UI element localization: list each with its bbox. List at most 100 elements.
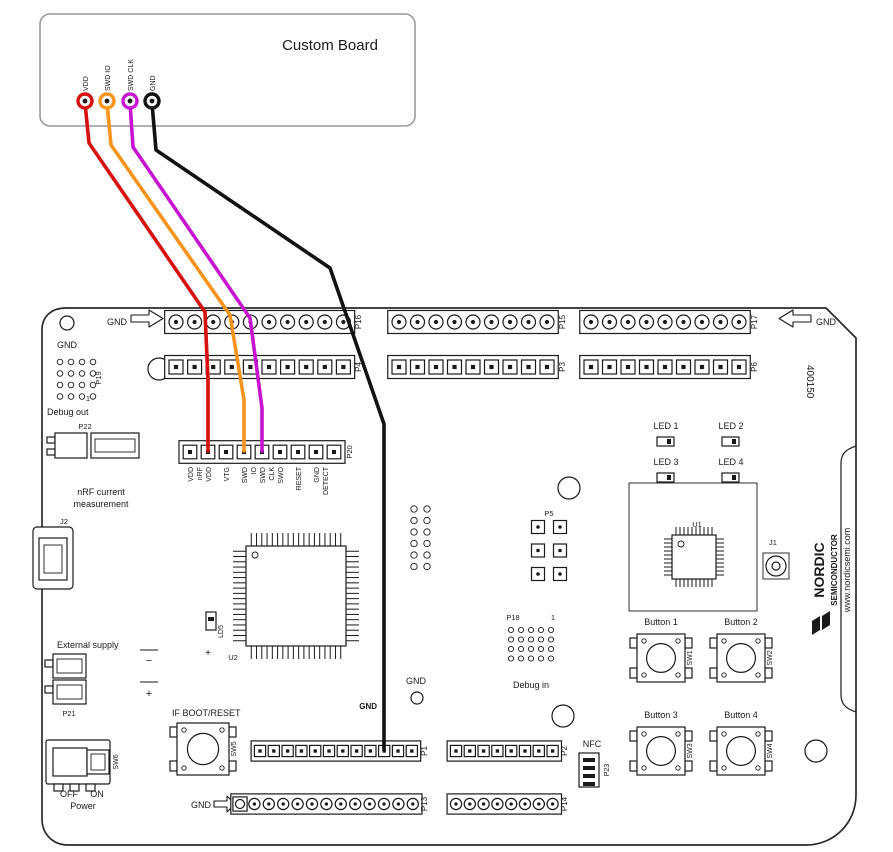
- gnd-test-point: [410, 691, 424, 705]
- dev-board: GND GND GND GND GND GND P16 P15 P17 P4 P…: [32, 307, 857, 846]
- swd-io-wire: [105, 101, 246, 453]
- p20-pin-label: RESET: [296, 466, 303, 490]
- header-p15: [387, 309, 559, 335]
- supply-plus-label: +: [146, 688, 152, 700]
- gnd-arrow-icon: [778, 309, 812, 328]
- sw2-label: SW2: [767, 650, 774, 665]
- power-label: Power: [70, 801, 96, 811]
- svg-text:GND: GND: [314, 467, 321, 483]
- header-p16-label: P16: [354, 314, 363, 329]
- debug-out-label: Debug out: [47, 407, 89, 417]
- custom-board-posts: VDD SWD IO SWD CLK GND: [76, 59, 161, 110]
- header-p5: [530, 519, 568, 582]
- power-on-label: ON: [90, 789, 104, 799]
- header-p2: [446, 740, 563, 762]
- p20-pin-label: VTG: [224, 467, 231, 481]
- part-number: 400150: [804, 365, 815, 399]
- svg-text:RESET: RESET: [296, 466, 303, 490]
- mounting-hole: [557, 476, 581, 500]
- header-p17: [579, 309, 751, 335]
- mounting-hole: [804, 739, 828, 763]
- led2-label: LED 2: [718, 421, 743, 431]
- header-p14-label: P14: [560, 796, 569, 811]
- via-array: [410, 505, 431, 571]
- button-sw5: [169, 722, 237, 776]
- header-p17-label: P17: [750, 314, 759, 329]
- header-p21-label: P21: [62, 709, 75, 718]
- gnd-label: GND: [816, 317, 837, 327]
- j1-rf-connector: [762, 552, 790, 580]
- p20-pin-label: VDD nRF: [188, 467, 204, 482]
- p20-pin-label: SWO: [278, 466, 285, 483]
- nfc-connector-p23: [578, 752, 600, 788]
- header-p16: [164, 309, 356, 335]
- svg-text:IO: IO: [251, 466, 258, 474]
- ld5-label: LD5: [218, 625, 225, 638]
- led1-component: [656, 436, 675, 447]
- gnd-wire: [150, 101, 386, 752]
- vdd-wire: [83, 101, 210, 453]
- debug-in-label: Debug in: [513, 680, 549, 690]
- sw1-label: SW1: [687, 650, 694, 665]
- header-p5-label: P5: [544, 509, 553, 518]
- u1-chip: [664, 527, 724, 587]
- u2-label: U2: [228, 653, 238, 662]
- wires: [83, 101, 386, 752]
- svg-text:VDD: VDD: [188, 467, 195, 482]
- custom-board: Custom Board: [39, 13, 416, 127]
- svg-text:nRF: nRF: [197, 467, 204, 480]
- if-boot-reset-label: IF BOOT/RESET: [172, 708, 241, 718]
- post-swd-clk: SWD CLK: [121, 59, 139, 110]
- gnd-label: GND: [406, 676, 427, 686]
- p21-jumper: [44, 649, 158, 705]
- sw5-label: SW5: [231, 741, 238, 756]
- board-edge-slot: [840, 445, 857, 713]
- header-p18-label: P18: [506, 613, 519, 622]
- led1-label: LED 1: [653, 421, 678, 431]
- svg-text:SWD: SWD: [242, 467, 249, 483]
- header-p18-debug-in: [507, 626, 555, 662]
- ld5-led: [205, 611, 217, 631]
- header-p14: [446, 793, 563, 815]
- button2-label: Button 2: [724, 617, 758, 627]
- led3-component: [656, 472, 675, 483]
- post-vdd-label: VDD: [83, 76, 90, 91]
- led2-component: [721, 436, 740, 447]
- post-swd-io: SWD IO: [98, 65, 116, 110]
- led4-label: LED 4: [718, 457, 743, 467]
- gnd-arrow-icon: [130, 309, 164, 328]
- custom-board-title: Custom Board: [282, 37, 378, 54]
- button-sw3: [629, 726, 693, 776]
- button-sw4: [709, 726, 773, 776]
- p20-pin-label: SWD IO: [242, 466, 258, 483]
- p22-jumper: [46, 432, 140, 459]
- header-p4-label: P4: [354, 362, 363, 372]
- header-p20-label: P20: [345, 445, 354, 458]
- gnd-label: GND: [57, 340, 78, 350]
- svg-text:SWD: SWD: [260, 467, 267, 483]
- led4-component: [721, 472, 740, 483]
- j1-label: J1: [769, 538, 777, 547]
- header-p23-label: P23: [604, 764, 611, 777]
- header-p13: [230, 793, 423, 815]
- sw3-label: SW3: [687, 743, 694, 758]
- gnd-label: GND: [191, 800, 212, 810]
- nrf-current-label: nRF current: [77, 487, 125, 497]
- ld5-plus-label: +: [205, 648, 211, 659]
- header-p3: [387, 354, 559, 380]
- nordic-logo-icon: [812, 611, 830, 635]
- post-swd-clk-label: SWD CLK: [128, 59, 135, 91]
- button4-label: Button 4: [724, 710, 758, 720]
- button-sw1: [629, 633, 693, 683]
- header-p2-label: P2: [560, 746, 569, 756]
- gnd-label: GND: [107, 317, 128, 327]
- header-p13-label: P13: [420, 796, 429, 811]
- button-sw2: [709, 633, 773, 683]
- p19-pin1-label: 1: [86, 394, 90, 403]
- header-p3-label: P3: [558, 362, 567, 372]
- header-p19-label: P19: [94, 371, 103, 384]
- custom-board-outline: [39, 13, 416, 127]
- header-p4: [164, 354, 356, 380]
- brand-website: www.nordicsemi.com: [842, 528, 852, 614]
- nfc-label: NFC: [583, 739, 602, 749]
